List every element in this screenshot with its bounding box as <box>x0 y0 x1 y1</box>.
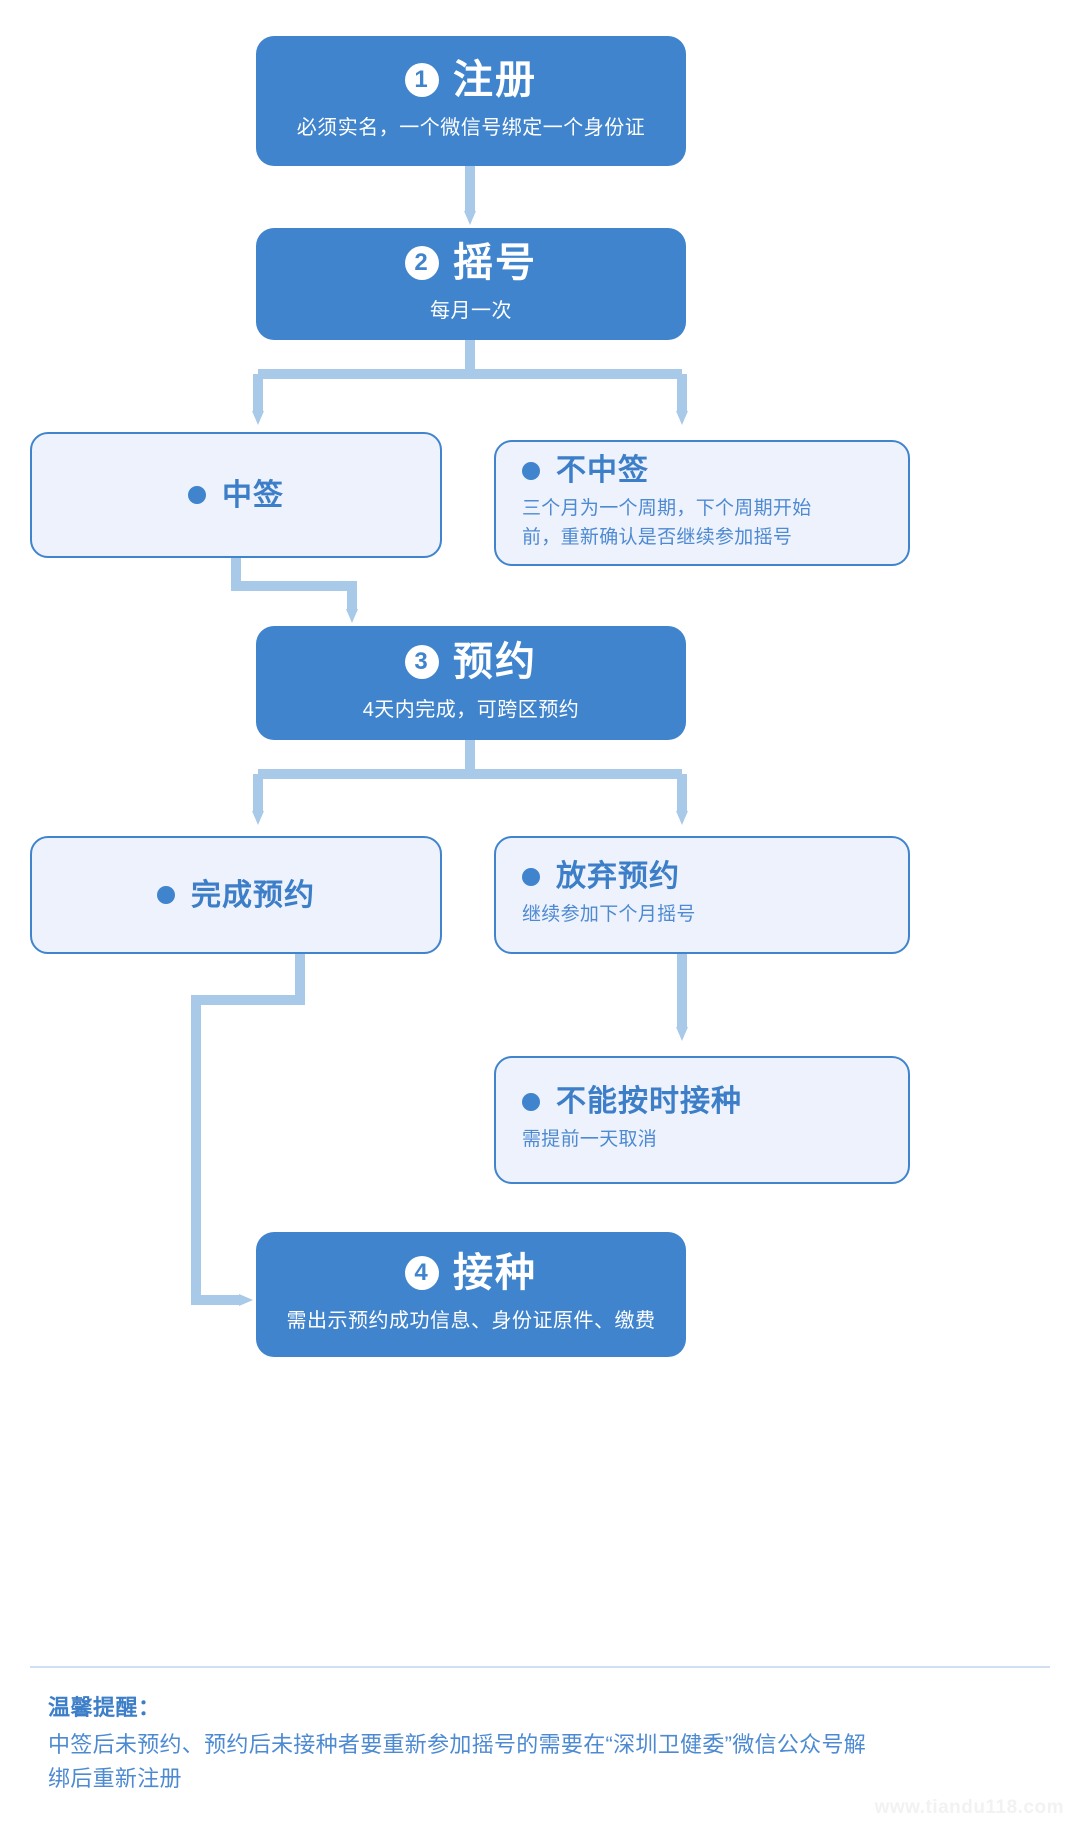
node-appointment-subtitle: 4天内完成，可跨区预约 <box>362 698 580 721</box>
footer-note: 温馨提醒： 中签后未预约、预约后未接种者要重新参加摇号的需要在“深圳卫健委”微信… <box>48 1690 948 1796</box>
node-lose-title-row: 不中签 <box>522 454 882 487</box>
node-lottery[interactable]: 2 摇号 每月一次 <box>256 228 686 340</box>
node-appointment-give-up-body: 继续参加下个月摇号 <box>522 904 696 926</box>
footer-divider <box>30 1666 1050 1668</box>
node-vaccinate-subtitle: 需出示预约成功信息、身份证原件、缴费 <box>286 1310 656 1332</box>
node-win-title-row: 中签 <box>188 479 284 512</box>
step-number-badge: 1 <box>405 62 439 97</box>
node-appointment-give-up-title-row: 放弃预约 <box>522 860 882 893</box>
node-lottery-subtitle: 每月一次 <box>430 299 512 322</box>
node-lottery-title-row: 2 摇号 <box>405 243 537 283</box>
watermark: www.tiandu118.com <box>874 1797 1064 1818</box>
footer-note-line2: 绑后重新注册 <box>48 1766 182 1792</box>
node-appointment-title: 预约 <box>453 639 537 684</box>
node-appointment[interactable]: 3 预约 4天内完成，可跨区预约 <box>256 626 686 740</box>
node-appointment-done[interactable]: 完成预约 <box>30 836 442 954</box>
step-number-badge: 4 <box>405 1256 439 1290</box>
node-lottery-title: 摇号 <box>453 240 537 285</box>
node-appointment-done-title: 完成预约 <box>191 878 315 912</box>
node-vaccinate[interactable]: 4 接种 需出示预约成功信息、身份证原件、缴费 <box>256 1232 686 1357</box>
node-win[interactable]: 中签 <box>30 432 442 558</box>
bullet-dot-icon <box>157 886 175 904</box>
bullet-dot-icon <box>188 486 206 504</box>
footer-note-line1: 中签后未预约、预约后未接种者要重新参加摇号的需要在“深圳卫健委”微信公众号解 <box>48 1732 867 1757</box>
node-register-subtitle: 必须实名，一个微信号绑定一个身份证 <box>296 116 646 139</box>
node-cannot-attend[interactable]: 不能按时接种 需提前一天取消 <box>494 1056 910 1184</box>
bullet-dot-icon <box>522 867 540 886</box>
node-lose-body-line2: 前，重新确认是否继续参加摇号 <box>522 526 793 548</box>
node-win-title: 中签 <box>222 478 284 512</box>
node-lose-title: 不中签 <box>556 454 649 487</box>
node-cannot-attend-title-row: 不能按时接种 <box>522 1085 882 1118</box>
node-cannot-attend-body: 需提前一天取消 <box>522 1129 658 1151</box>
node-appointment-give-up-title: 放弃预约 <box>556 860 680 894</box>
node-register-title-row: 1 注册 <box>405 60 537 100</box>
node-cannot-attend-title: 不能按时接种 <box>556 1085 742 1119</box>
wire-win-to-appointment <box>231 558 358 623</box>
node-lose-body-line1: 三个月为一个周期，下个周期开始 <box>522 498 812 519</box>
node-appointment-done-title-row: 完成预约 <box>157 879 315 912</box>
node-appointment-title-row: 3 预约 <box>405 642 537 682</box>
node-appointment-give-up[interactable]: 放弃预约 继续参加下个月摇号 <box>494 836 910 954</box>
footer-note-title: 温馨提醒： <box>48 1695 161 1720</box>
step-number-badge: 3 <box>405 644 439 679</box>
bullet-dot-icon <box>522 461 540 480</box>
step-number-badge: 2 <box>405 245 439 280</box>
node-vaccinate-title: 接种 <box>453 1251 537 1295</box>
node-register-title: 注册 <box>453 57 537 102</box>
node-vaccinate-title-row: 4 接种 <box>405 1253 537 1293</box>
node-register[interactable]: 1 注册 必须实名，一个微信号绑定一个身份证 <box>256 36 686 166</box>
node-lose[interactable]: 不中签 三个月为一个周期，下个周期开始 前，重新确认是否继续参加摇号 <box>494 440 910 566</box>
bullet-dot-icon <box>522 1092 540 1111</box>
